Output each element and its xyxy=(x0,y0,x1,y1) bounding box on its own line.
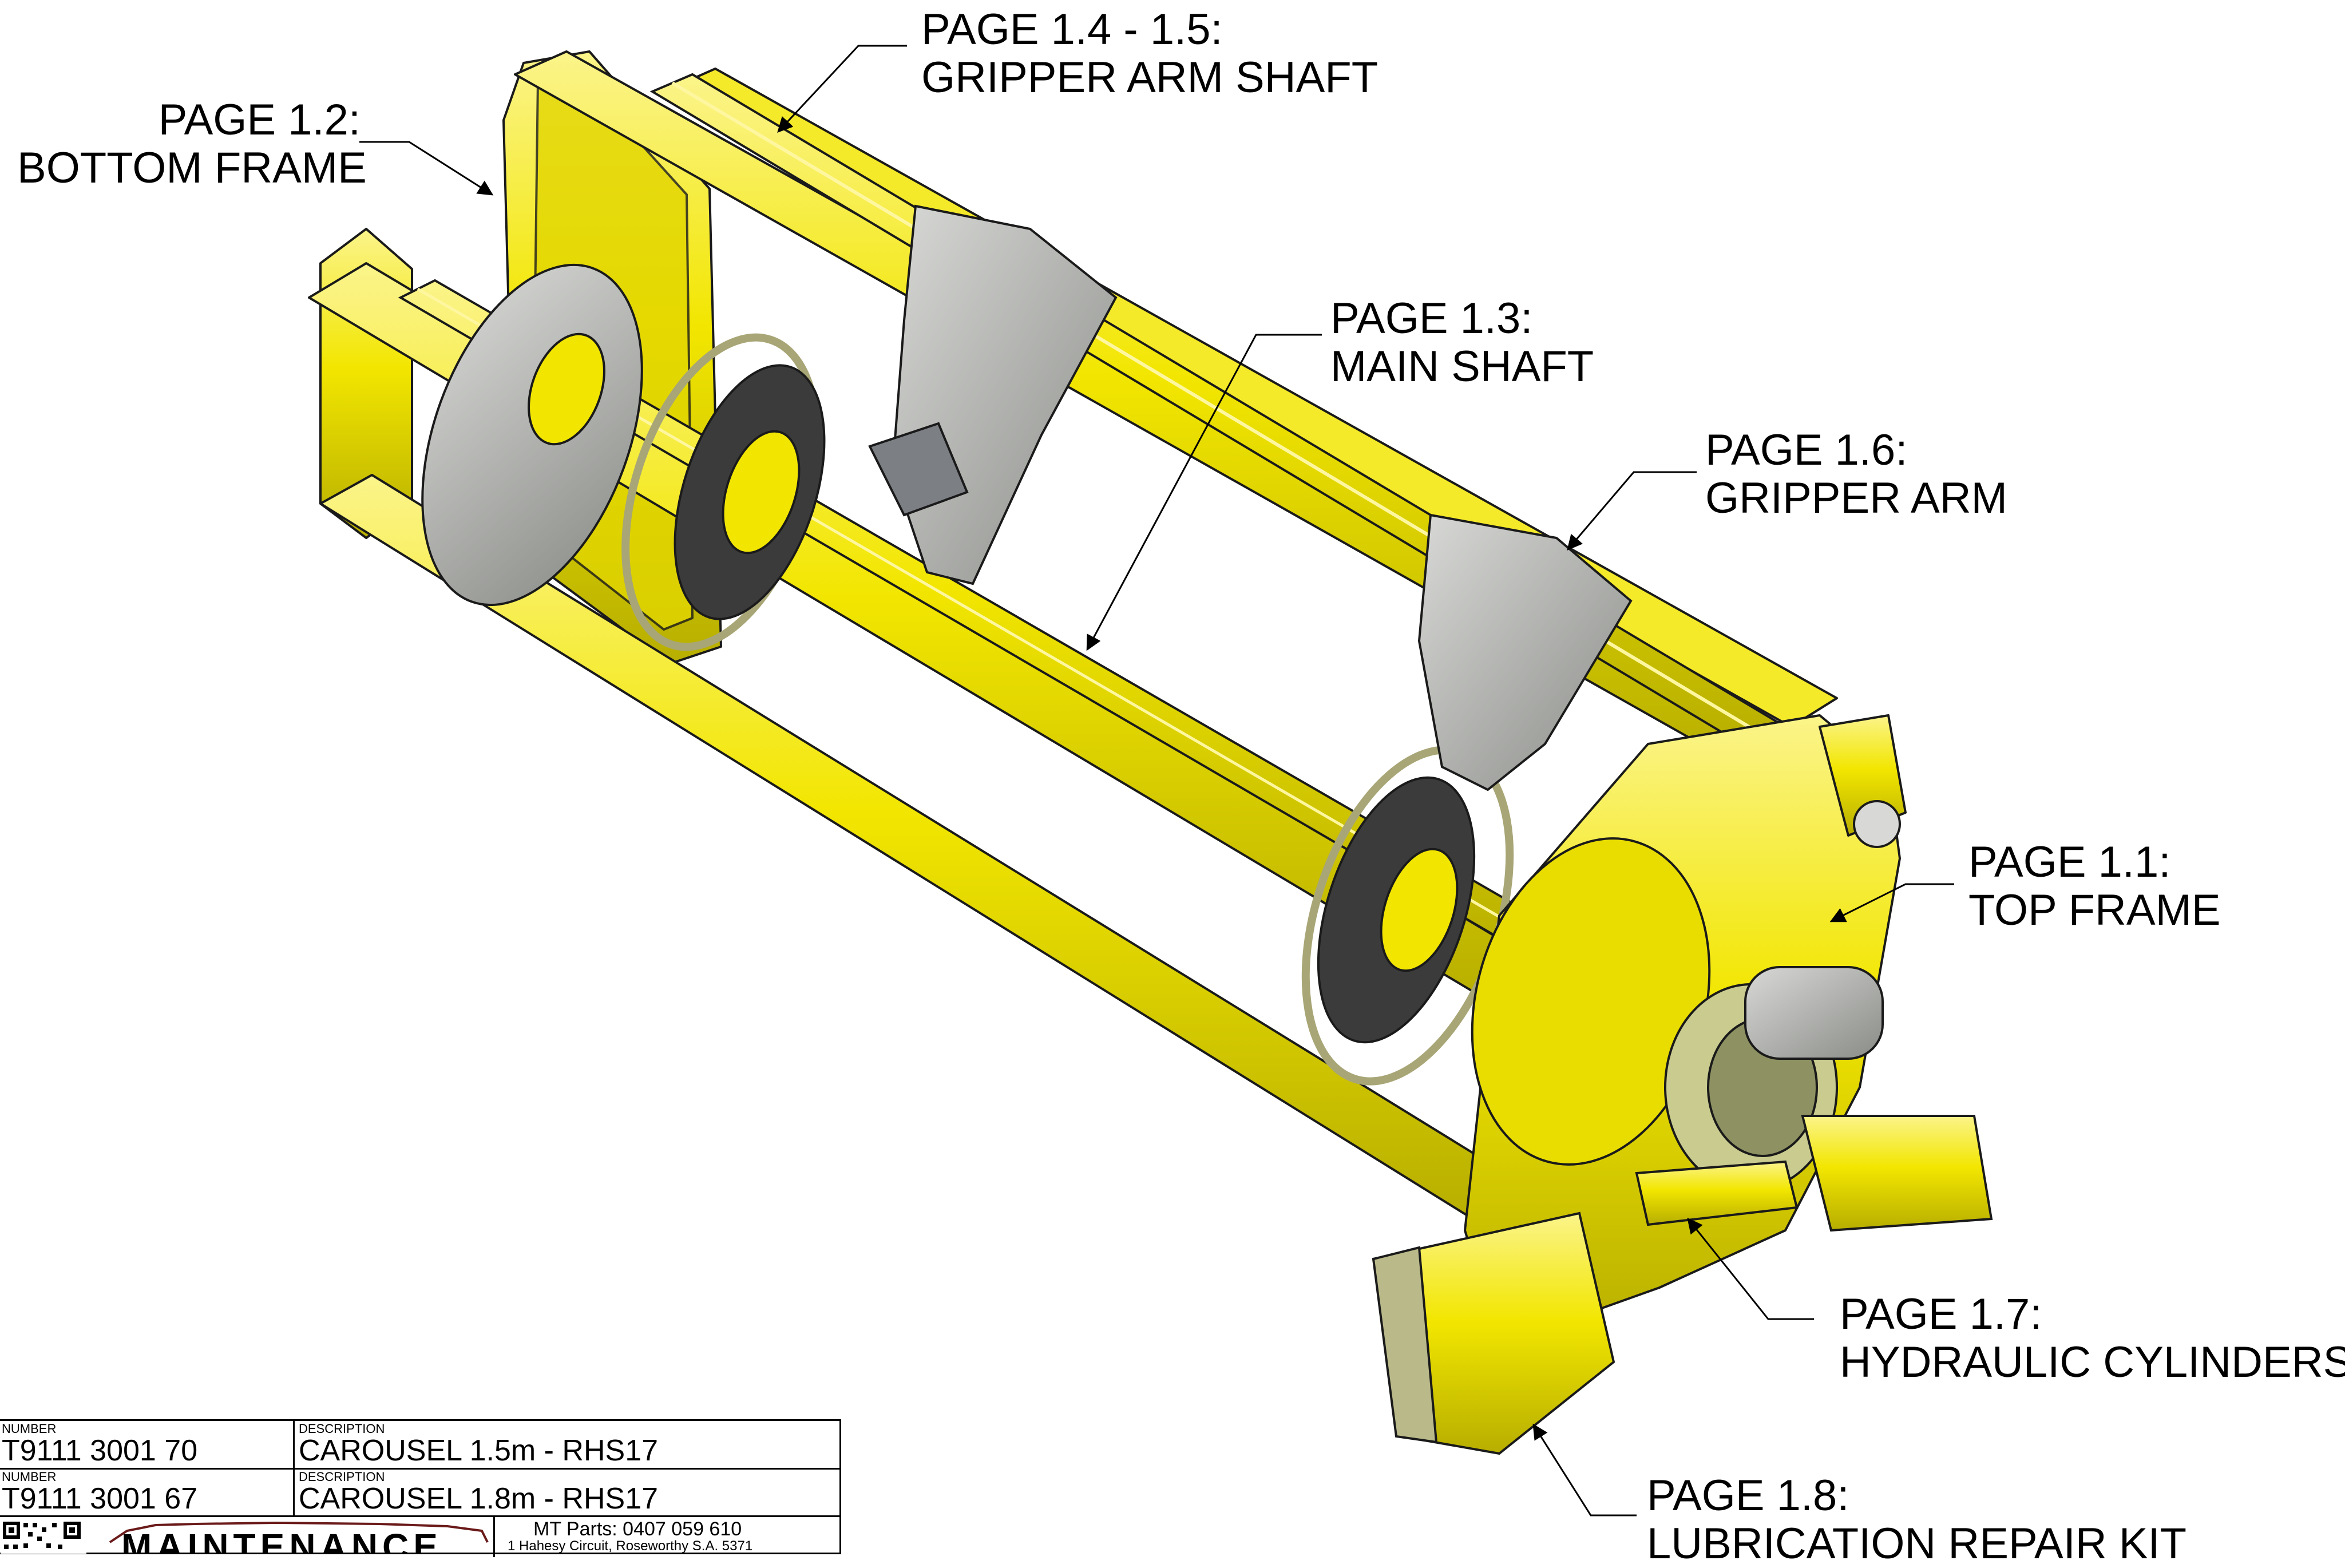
part-number: T9111 3001 70 xyxy=(2,1434,198,1467)
leader-lines xyxy=(359,45,1954,1516)
callout-part-name: MAIN SHAFT xyxy=(1330,342,1594,391)
callout-lubrication-repair-kit: PAGE 1.8: LUBRICATION REPAIR KIT xyxy=(1647,1472,2186,1568)
callout-part-name: LUBRICATION REPAIR KIT xyxy=(1647,1519,2187,1568)
svg-text:MAINTENANCE: MAINTENANCE xyxy=(121,1526,442,1554)
callout-hydraulic-cylinders: PAGE 1.7: HYDRAULIC CYLINDERS xyxy=(1840,1290,2345,1387)
title-block-row-2 xyxy=(0,1470,295,1517)
callout-part-name: BOTTOM FRAME xyxy=(17,144,367,192)
callout-page: PAGE 1.4 - 1.5: xyxy=(921,5,1223,54)
callout-part-name: TOP FRAME xyxy=(1968,886,2221,935)
row-divider xyxy=(293,1468,839,1470)
contact-phone: MT Parts: 0407 059 610 xyxy=(533,1518,742,1540)
hydraulic-motor xyxy=(1664,966,1884,1191)
number-caption: NUMBER xyxy=(2,1422,57,1436)
title-block: NUMBER T9111 3001 70 DESCRIPTION CAROUSE… xyxy=(0,1419,841,1557)
part-description: CAROUSEL 1.5m - RHS17 xyxy=(299,1434,659,1467)
row-divider xyxy=(293,1515,839,1517)
callout-gripper-arm-shaft: PAGE 1.4 - 1.5: GRIPPER ARM SHAFT xyxy=(921,6,1378,102)
qr-code-icon xyxy=(1,1519,86,1554)
gripper-arm-left xyxy=(868,204,1118,585)
callout-page: PAGE 1.2: xyxy=(158,96,361,144)
callout-bottom-frame: PAGE 1.2: BOTTOM FRAME xyxy=(17,96,367,192)
left-sprocket xyxy=(621,333,826,651)
contact-address: 1 Hahesy Circuit, Roseworthy S.A. 5371 xyxy=(508,1538,753,1554)
callout-top-frame: PAGE 1.1: TOP FRAME xyxy=(1968,838,2221,935)
bottom-disc xyxy=(421,263,643,607)
callout-part-name: GRIPPER ARM xyxy=(1705,474,2007,522)
callout-page: PAGE 1.8: xyxy=(1647,1471,1849,1520)
right-sprocket xyxy=(1301,746,1514,1086)
callout-part-name: GRIPPER ARM SHAFT xyxy=(921,53,1379,102)
number-caption: NUMBER xyxy=(2,1470,57,1484)
maintenance-logo: MAINTENANCE xyxy=(109,1521,489,1554)
logo-divider xyxy=(493,1517,495,1557)
description-caption: DESCRIPTION xyxy=(299,1470,385,1484)
callout-part-name: HYDRAULIC CYLINDERS xyxy=(1840,1338,2345,1387)
callout-page: PAGE 1.7: xyxy=(1840,1290,2042,1339)
callout-page: PAGE 1.3: xyxy=(1330,294,1533,343)
callout-page: PAGE 1.1: xyxy=(1968,838,2171,886)
part-description: CAROUSEL 1.8m - RHS17 xyxy=(299,1482,659,1515)
callout-gripper-arm: PAGE 1.6: GRIPPER ARM xyxy=(1705,426,2007,522)
gripper-arm-right xyxy=(1417,513,1633,791)
description-caption: DESCRIPTION xyxy=(299,1422,385,1436)
part-number: T9111 3001 67 xyxy=(2,1482,198,1515)
title-block-row-1 xyxy=(0,1421,295,1470)
hydraulic-cylinders xyxy=(1635,1115,1993,1232)
callout-main-shaft: PAGE 1.3: MAIN SHAFT xyxy=(1330,295,1594,391)
lubrication-plate xyxy=(1372,1211,1615,1455)
callout-page: PAGE 1.6: xyxy=(1705,426,1908,474)
